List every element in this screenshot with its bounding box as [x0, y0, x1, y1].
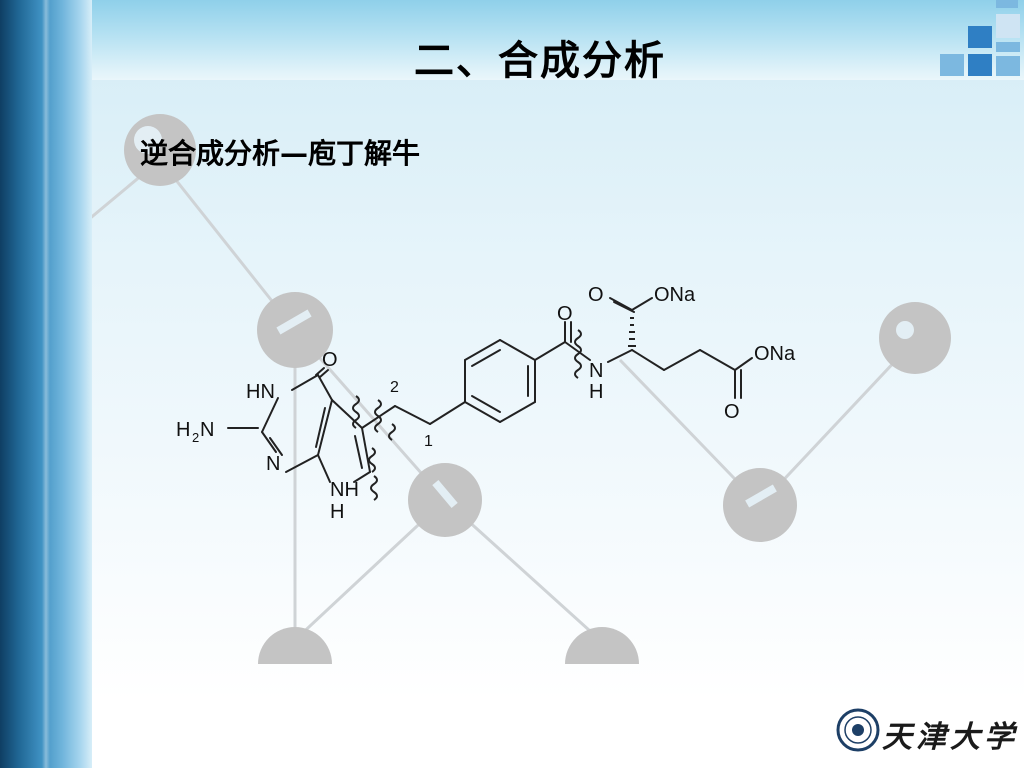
deco-square	[968, 54, 992, 76]
slide-title: 二、合成分析	[414, 38, 666, 84]
label-ona-right: ONa	[754, 343, 796, 365]
deco-square	[996, 56, 1020, 76]
label-h2n-n: N	[200, 419, 214, 441]
left-bar-highlight	[42, 0, 50, 768]
label-o-amide: O	[557, 303, 573, 325]
deco-square	[996, 42, 1020, 52]
left-gradient-bar	[0, 0, 92, 768]
label-pyrrole-nh: NH	[330, 479, 359, 501]
top-band	[0, 0, 1024, 80]
label-o-top: O	[588, 284, 604, 306]
label-hn: HN	[246, 381, 275, 403]
slide-subtitle: 逆合成分析—庖丁解牛	[140, 137, 421, 170]
label-bond-1: 1	[424, 433, 433, 450]
deco-square	[996, 0, 1018, 8]
label-bond-2: 2	[390, 379, 399, 396]
label-amide-h: H	[589, 381, 603, 403]
label-ona-top: ONa	[654, 284, 696, 306]
label-h2n-h: H	[176, 419, 190, 441]
label-o-right: O	[724, 401, 740, 423]
label-o-left: O	[322, 349, 338, 371]
seal-emblem-icon	[852, 724, 864, 736]
deco-square	[996, 14, 1020, 38]
deco-square	[940, 54, 964, 76]
label-ring-n: N	[266, 453, 280, 475]
university-name: 天津大学	[882, 720, 1018, 755]
label-amide-n: N	[589, 360, 603, 382]
deco-square	[968, 26, 992, 48]
university-logo	[836, 708, 880, 752]
label-h2n-sub: 2	[192, 430, 199, 445]
label-pyrrole-h: H	[330, 501, 344, 523]
